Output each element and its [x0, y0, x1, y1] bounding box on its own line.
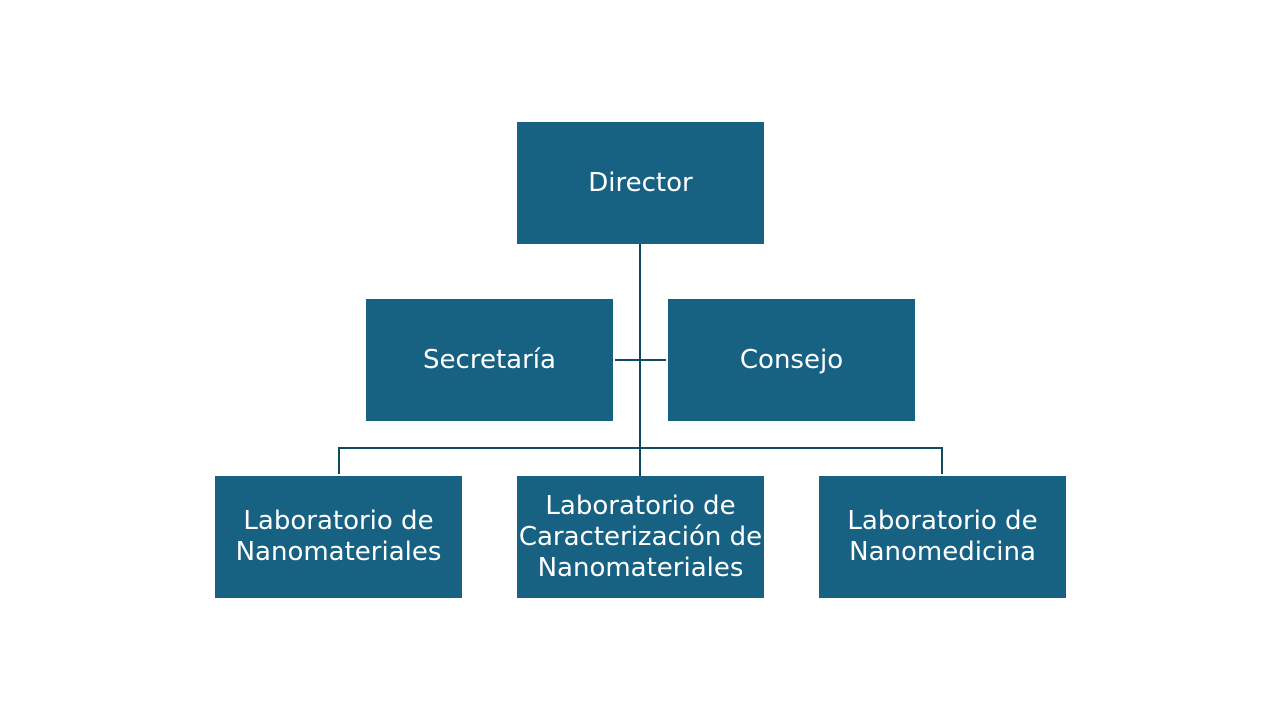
connector-lab-right — [941, 447, 943, 474]
connector-lab-left — [338, 447, 340, 474]
node-consejo: Consejo — [668, 299, 915, 421]
node-secretaria: Secretaría — [366, 299, 613, 421]
connector-labs-bar — [338, 447, 943, 449]
connector-assistants — [615, 359, 666, 361]
node-lab-nanomedicina: Laboratorio de Nanomedicina — [819, 476, 1066, 598]
node-lab-nanomateriales: Laboratorio de Nanomateriales — [215, 476, 462, 598]
node-lab-caracterizacion: Laboratorio de Caracterización de Nanoma… — [517, 476, 764, 598]
node-director: Director — [517, 122, 764, 244]
